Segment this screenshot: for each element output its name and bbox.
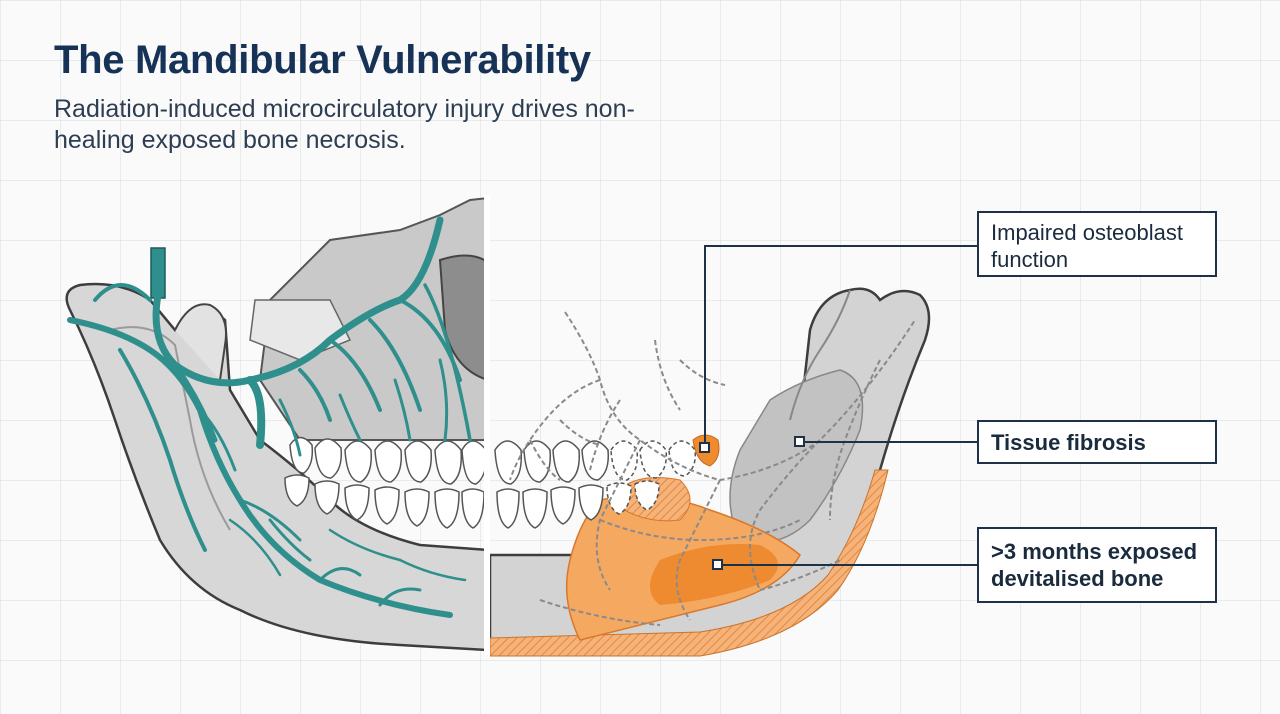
upper-teeth-left <box>290 438 486 485</box>
healthy-jaw <box>67 198 488 650</box>
irradiated-jaw <box>490 289 929 656</box>
main-artery-stub <box>151 248 165 298</box>
anchor-fibrosis <box>795 437 804 446</box>
callout-impaired-osteoblast: Impaired osteoblast function <box>977 211 1217 277</box>
anchor-exposed-bone <box>713 560 722 569</box>
center-divider <box>484 195 490 655</box>
callout-exposed-bone: >3 months exposed devitalised bone <box>977 527 1217 603</box>
anchor-osteoblast <box>700 443 709 452</box>
callout-tissue-fibrosis: Tissue fibrosis <box>977 420 1217 464</box>
